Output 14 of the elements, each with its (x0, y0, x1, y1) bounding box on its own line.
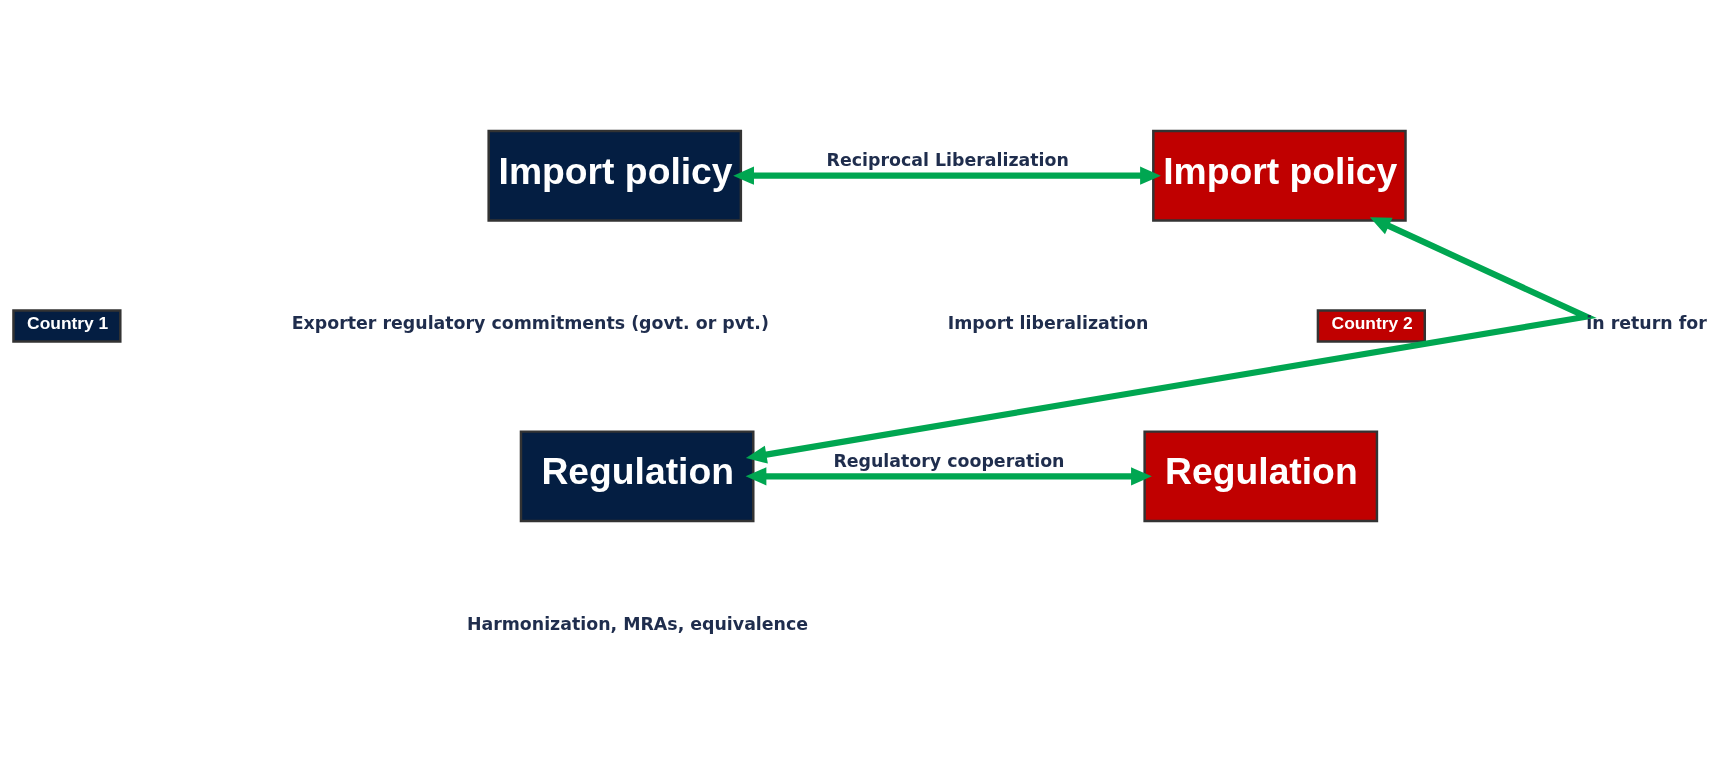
edge-label: in return for (1586, 312, 1707, 333)
arrow (745, 466, 1152, 485)
node-box: Country 1 (12, 308, 122, 343)
edge-label: Regulatory cooperation (833, 450, 1065, 471)
node-box: Import policy (487, 129, 743, 222)
arrow (733, 166, 1161, 185)
node-box: Import policy (1152, 129, 1407, 222)
node-box: Regulation (519, 429, 755, 522)
edge-label: Reciprocal Liberalization (826, 149, 1069, 170)
node-box: Country 2 (1316, 308, 1426, 343)
node-box: Regulation (1143, 429, 1379, 522)
label: Import liberalization (947, 312, 1149, 333)
label: Harmonization, MRAs, equivalence (466, 613, 809, 634)
label: Exporter regulatory commitments (govt. or pvt.) (291, 312, 769, 333)
